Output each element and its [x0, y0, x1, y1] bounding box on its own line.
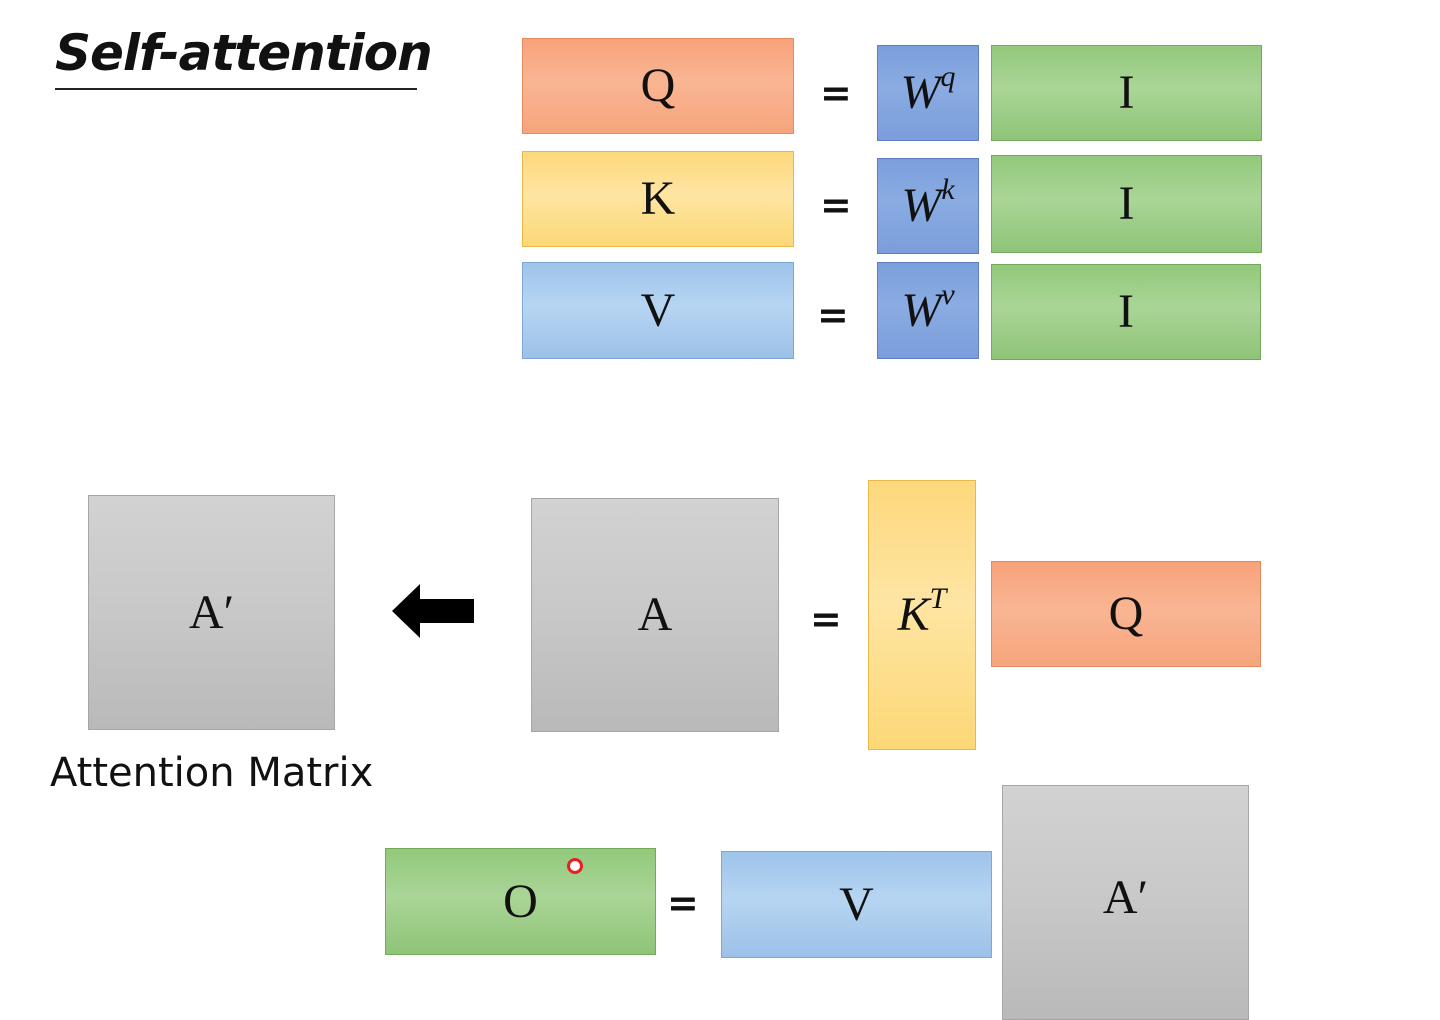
input-label: I: [1118, 177, 1135, 230]
a-prime-label: A′: [188, 585, 235, 639]
equals-sign: =: [810, 597, 842, 641]
value-label: V: [839, 877, 874, 931]
equals-sign: =: [820, 71, 852, 115]
input-label: I: [1118, 285, 1134, 338]
query-matrix: Q: [991, 561, 1261, 667]
query-matrix: Q: [522, 38, 794, 134]
a-prime-label: A′: [1102, 871, 1149, 924]
attention-matrix: A: [531, 498, 779, 732]
title-underline: [55, 88, 417, 90]
value-label: V: [640, 283, 676, 337]
input-matrix: I: [991, 45, 1262, 141]
equals-sign: =: [667, 881, 699, 925]
value-matrix: V: [721, 851, 992, 958]
key-matrix: K: [522, 151, 794, 247]
weight-q-matrix: Wq: [877, 45, 979, 141]
slide-title: Self-attention: [55, 24, 433, 82]
input-label: I: [1118, 66, 1135, 119]
normalized-attention-matrix: A′: [88, 495, 335, 730]
arrow-left-icon: [392, 584, 474, 638]
query-label: Q: [640, 59, 676, 112]
attention-matrix-caption: Attention Matrix: [50, 750, 374, 796]
output-matrix: O: [385, 848, 656, 955]
equals-sign: =: [817, 293, 849, 337]
weight-k-label: Wk: [901, 173, 955, 232]
weight-k-matrix: Wk: [877, 158, 979, 254]
weight-v-label: Wv: [901, 277, 955, 337]
output-label: O: [503, 874, 538, 928]
weight-q-label: Wq: [900, 60, 956, 119]
normalized-attention-matrix: A′: [1002, 785, 1249, 1020]
key-transpose-matrix: KT: [868, 480, 976, 750]
weight-v-matrix: Wv: [877, 262, 979, 359]
kt-label: KT: [897, 582, 947, 641]
key-label: K: [640, 172, 676, 225]
input-matrix: I: [991, 264, 1261, 360]
input-matrix: I: [991, 155, 1262, 253]
cursor-pointer-icon: [567, 858, 583, 874]
query-label: Q: [1108, 587, 1144, 640]
equals-sign: =: [820, 183, 852, 227]
value-matrix: V: [522, 262, 794, 359]
a-label: A: [637, 588, 673, 641]
